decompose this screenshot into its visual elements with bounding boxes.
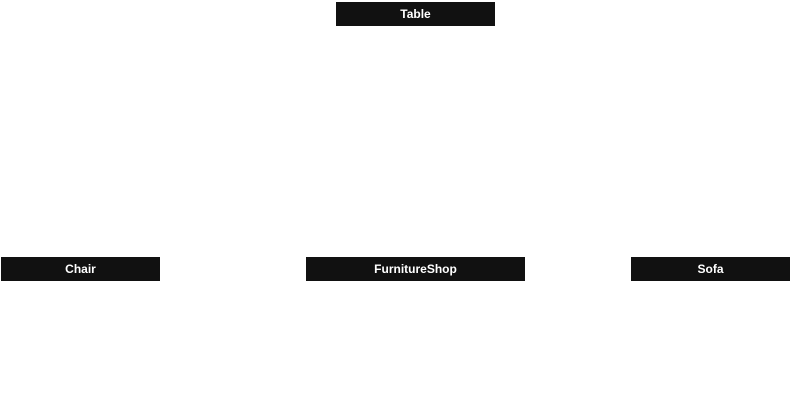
node-furniture-shop: FurnitureShop: [306, 257, 525, 281]
node-sofa: Sofa: [631, 257, 790, 281]
node-chair: Chair: [1, 257, 160, 281]
node-table: Table: [336, 2, 495, 26]
